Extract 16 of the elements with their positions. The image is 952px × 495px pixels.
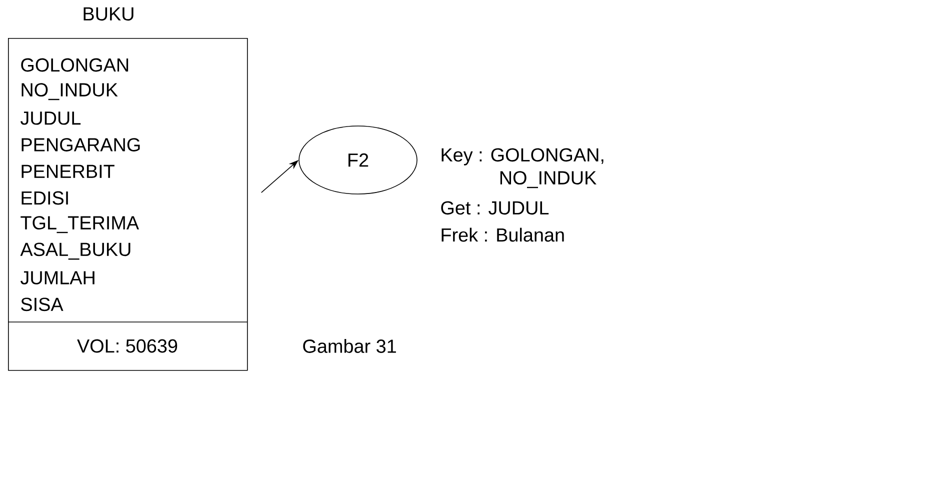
key-note: Frek : Bulanan (442, 228, 564, 242)
file-name: BUKU (84, 7, 134, 21)
field-name: ASAL_BUKU (20, 242, 130, 260)
volume-label: VOL: 50639 (77, 339, 178, 353)
key-note: Get : JUDUL (441, 201, 549, 215)
figure-caption: Gambar 31 (303, 339, 396, 353)
key-note: Key : GOLONGAN, NO_INDUK (442, 148, 604, 188)
field-name: NO_INDUK (22, 83, 118, 100)
field-name: SISA (21, 298, 64, 312)
field-name: EDISI (22, 191, 68, 205)
field-name: TGL_TERIMA (20, 216, 140, 234)
field-name: PENERBIT (22, 164, 114, 178)
field-name: GOLONGAN (21, 58, 128, 72)
field-name: JUDUL (20, 112, 81, 125)
field-name: JUMLAH (20, 271, 94, 284)
field-name: PENGARANG (22, 138, 140, 152)
